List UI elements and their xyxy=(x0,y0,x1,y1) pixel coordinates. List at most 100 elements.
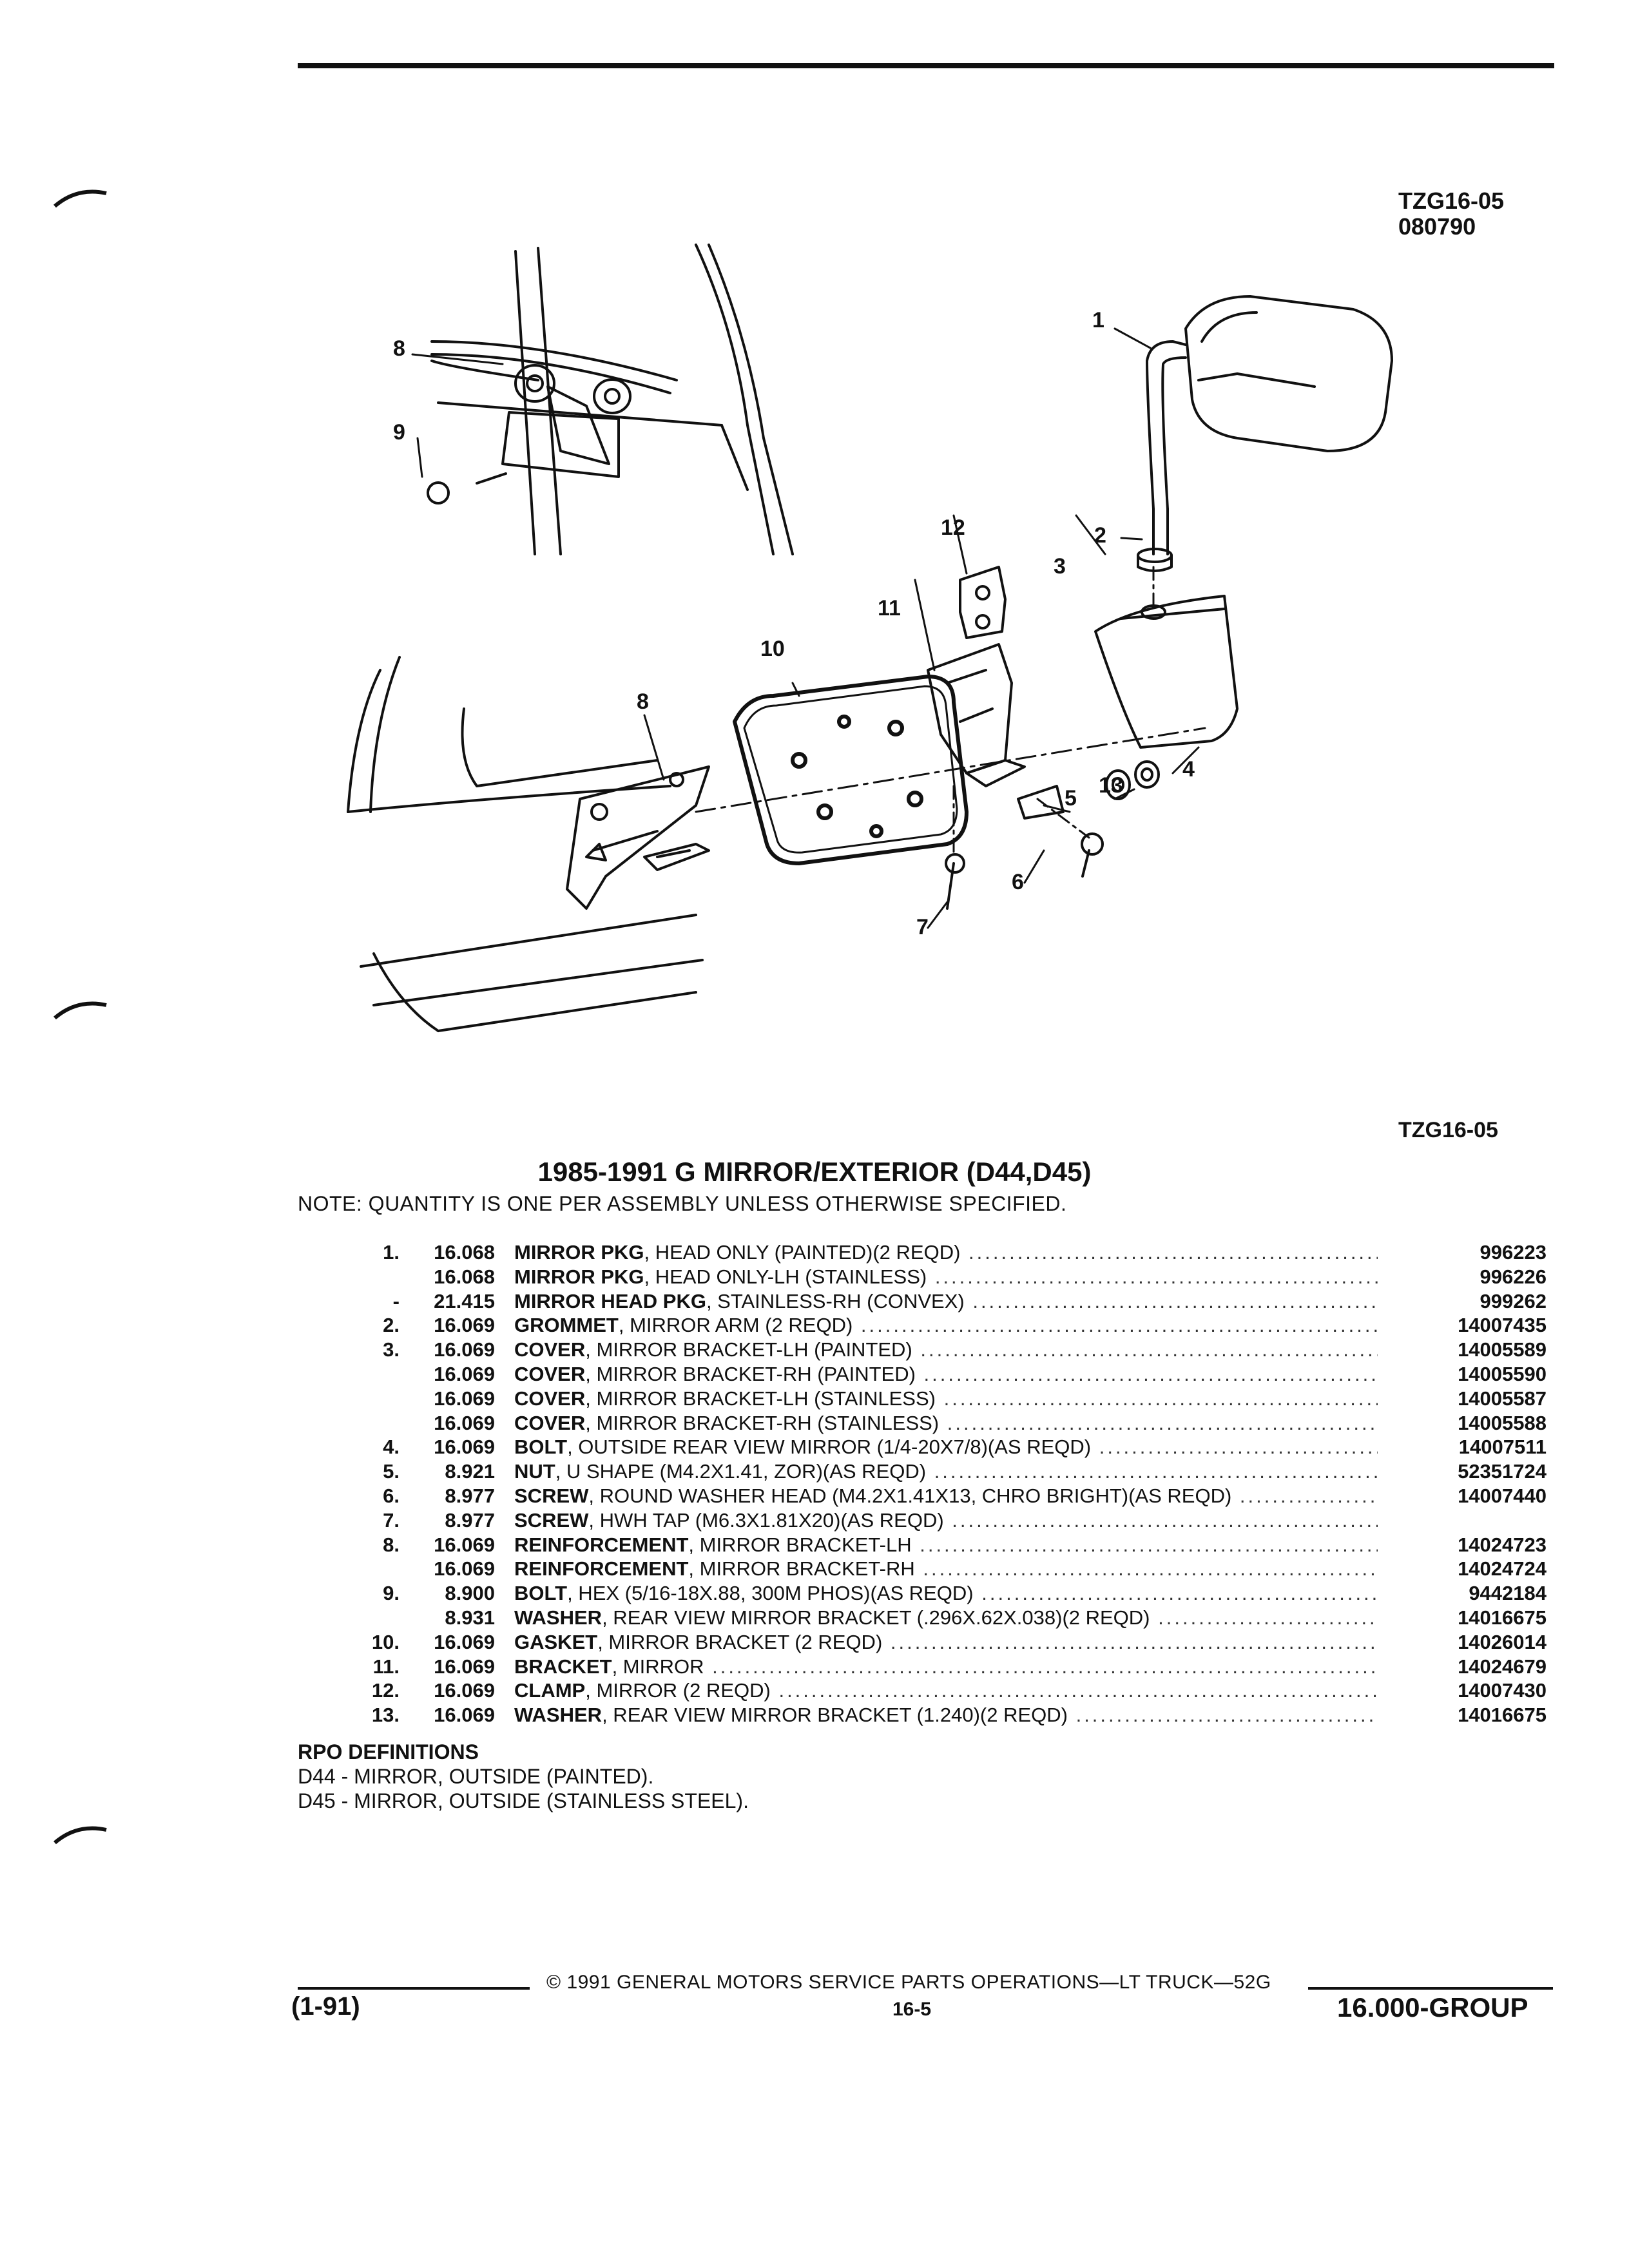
callout-leaders xyxy=(411,327,1200,929)
part-number: 14024723 xyxy=(1458,1533,1547,1556)
rpo-line-d44: D44 - MIRROR, OUTSIDE (PAINTED). xyxy=(298,1765,654,1788)
part-detail: , REAR VIEW MIRROR BRACKET (1.240)(2 REQ… xyxy=(602,1704,1068,1727)
part-detail: , MIRROR BRACKET-RH xyxy=(688,1557,915,1581)
part-name: BOLT xyxy=(514,1582,568,1605)
group-number: 16.069 xyxy=(434,1557,495,1581)
part-description: NUT, U SHAPE (M4.2X1.41, ZOR)(AS REQD) .… xyxy=(514,1459,1378,1484)
part-number: 14005588 xyxy=(1458,1411,1547,1434)
part-number: 14024679 xyxy=(1458,1655,1547,1678)
item-number: - xyxy=(392,1289,400,1312)
part-name: MIRROR PKG xyxy=(514,1241,644,1264)
item-number: 6. xyxy=(383,1484,400,1507)
callout-9: 9 xyxy=(393,420,405,445)
part-name: REINFORCEMENT xyxy=(514,1533,689,1556)
bracket-cover xyxy=(1094,595,1239,749)
rpo-line-d45: D45 - MIRROR, OUTSIDE (STAINLESS STEEL). xyxy=(298,1789,749,1812)
part-number: 14007435 xyxy=(1458,1314,1547,1337)
exploded-view-illustration: 1 2 3 4 5 6 7 8 9 10 11 12 13 8 xyxy=(347,244,1393,1032)
revision-date: (1-91) xyxy=(291,1992,360,2021)
page-title: 1985-1991 G MIRROR/EXTERIOR (D44,D45) xyxy=(537,1157,1092,1187)
part-name: SCREW xyxy=(514,1508,589,1532)
leader-dots: ........................................… xyxy=(952,1508,1378,1532)
leader-dots: ........................................… xyxy=(712,1655,1378,1678)
quantity-note: NOTE: QUANTITY IS ONE PER ASSEMBLY UNLES… xyxy=(298,1192,1067,1215)
part-name: COVER xyxy=(514,1362,586,1385)
item-number: 4. xyxy=(383,1436,400,1459)
part-name: SCREW xyxy=(514,1484,589,1507)
item-number: 5. xyxy=(383,1460,400,1483)
assembly-axis xyxy=(695,727,1206,813)
group-number: 16.068 xyxy=(434,1241,495,1264)
item-number: 1. xyxy=(383,1241,400,1264)
item-number: 11. xyxy=(372,1655,400,1678)
callout-numbers: 1 2 3 4 5 6 7 8 9 10 11 12 13 8 xyxy=(393,308,1195,939)
part-detail: , U SHAPE (M4.2X1.41, ZOR)(AS REQD) xyxy=(555,1460,927,1483)
part-number: 14005587 xyxy=(1458,1387,1547,1410)
group-number: 16.069 xyxy=(434,1655,495,1678)
part-detail: , MIRROR BRACKET-LH (STAINLESS) xyxy=(585,1387,936,1410)
page-number: 16-5 xyxy=(892,1999,932,2020)
leader-dots: ........................................… xyxy=(923,1557,1378,1581)
item-number: 3. xyxy=(383,1338,400,1361)
part-description: SCREW, HWH TAP (M6.3X1.81X20)(AS REQD) .… xyxy=(514,1508,1378,1533)
part-detail: , MIRROR (2 REQD) xyxy=(585,1679,771,1702)
leader-dots: ........................................… xyxy=(923,1362,1378,1385)
part-description: SCREW, ROUND WASHER HEAD (M4.2X1.41X13, … xyxy=(514,1484,1378,1508)
parts-row: 5. 8.921 NUT, U SHAPE (M4.2X1.41, ZOR)(AS … xyxy=(348,1459,1547,1484)
group-number: 8.921 xyxy=(445,1460,495,1483)
parts-row: 1. 16.068 MIRROR PKG, HEAD ONLY (PAINTED)(… xyxy=(348,1240,1547,1265)
part-name: COVER xyxy=(514,1338,586,1361)
part-detail: , ROUND WASHER HEAD (M4.2X1.41X13, CHRO … xyxy=(588,1484,1232,1507)
leader-dots: ........................................… xyxy=(1239,1484,1378,1507)
copyright-line: © 1991 GENERAL MOTORS SERVICE PARTS OPER… xyxy=(546,1972,1271,1993)
callout-10: 10 xyxy=(760,637,785,661)
callout-12: 12 xyxy=(941,515,965,540)
part-number: 996226 xyxy=(1480,1265,1547,1288)
group-number: 16.069 xyxy=(434,1362,495,1385)
part-description: WASHER, REAR VIEW MIRROR BRACKET (1.240)… xyxy=(514,1703,1378,1727)
rpo-definitions: RPO DEFINITIONS D44 - MIRROR, OUTSIDE (P… xyxy=(298,1740,749,1813)
group-number: 16.069 xyxy=(434,1533,495,1556)
group-label: 16.000-GROUP xyxy=(1337,1992,1528,2023)
part-description: MIRROR PKG, HEAD ONLY (PAINTED)(2 REQD) … xyxy=(514,1240,1378,1265)
item-number: 12. xyxy=(371,1679,400,1702)
group-number: 16.069 xyxy=(434,1314,495,1337)
leader-dots: ........................................… xyxy=(1075,1704,1378,1727)
leader-dots: ........................................… xyxy=(920,1533,1378,1556)
leader-dots: ........................................… xyxy=(969,1241,1378,1264)
group-number: 8.977 xyxy=(445,1484,495,1507)
callout-8-upper: 8 xyxy=(393,336,405,361)
item-number: 13. xyxy=(371,1704,400,1727)
small-hardware xyxy=(1017,760,1160,820)
group-number: 16.069 xyxy=(434,1387,495,1410)
part-description: COVER, MIRROR BRACKET-RH (STAINLESS) ...… xyxy=(514,1411,1378,1436)
callout-3: 3 xyxy=(1054,554,1066,579)
leader-dots: ........................................… xyxy=(778,1679,1378,1702)
group-number: 16.069 xyxy=(434,1679,495,1702)
callout-4: 4 xyxy=(1182,757,1195,782)
part-number: 996223 xyxy=(1480,1241,1547,1264)
part-description: COVER, MIRROR BRACKET-LH (PAINTED) .....… xyxy=(514,1338,1378,1362)
screws xyxy=(585,830,1104,910)
part-description: REINFORCEMENT, MIRROR BRACKET-LH .......… xyxy=(514,1533,1378,1557)
margin-mark-2 xyxy=(53,1001,107,1020)
item-number: 9. xyxy=(383,1582,400,1605)
part-name: COVER xyxy=(514,1411,586,1434)
part-name: WASHER xyxy=(514,1606,602,1629)
part-description: GROMMET, MIRROR ARM (2 REQD) ...........… xyxy=(514,1313,1378,1338)
part-description: MIRROR PKG, HEAD ONLY-LH (STAINLESS) ...… xyxy=(514,1265,1378,1289)
part-description: WASHER, REAR VIEW MIRROR BRACKET (.296X.… xyxy=(514,1606,1378,1630)
part-detail: , HEAD ONLY-LH (STAINLESS) xyxy=(644,1265,927,1288)
gasket xyxy=(733,675,969,865)
part-name: MIRROR PKG xyxy=(514,1265,644,1288)
group-number: 16.069 xyxy=(434,1338,495,1361)
